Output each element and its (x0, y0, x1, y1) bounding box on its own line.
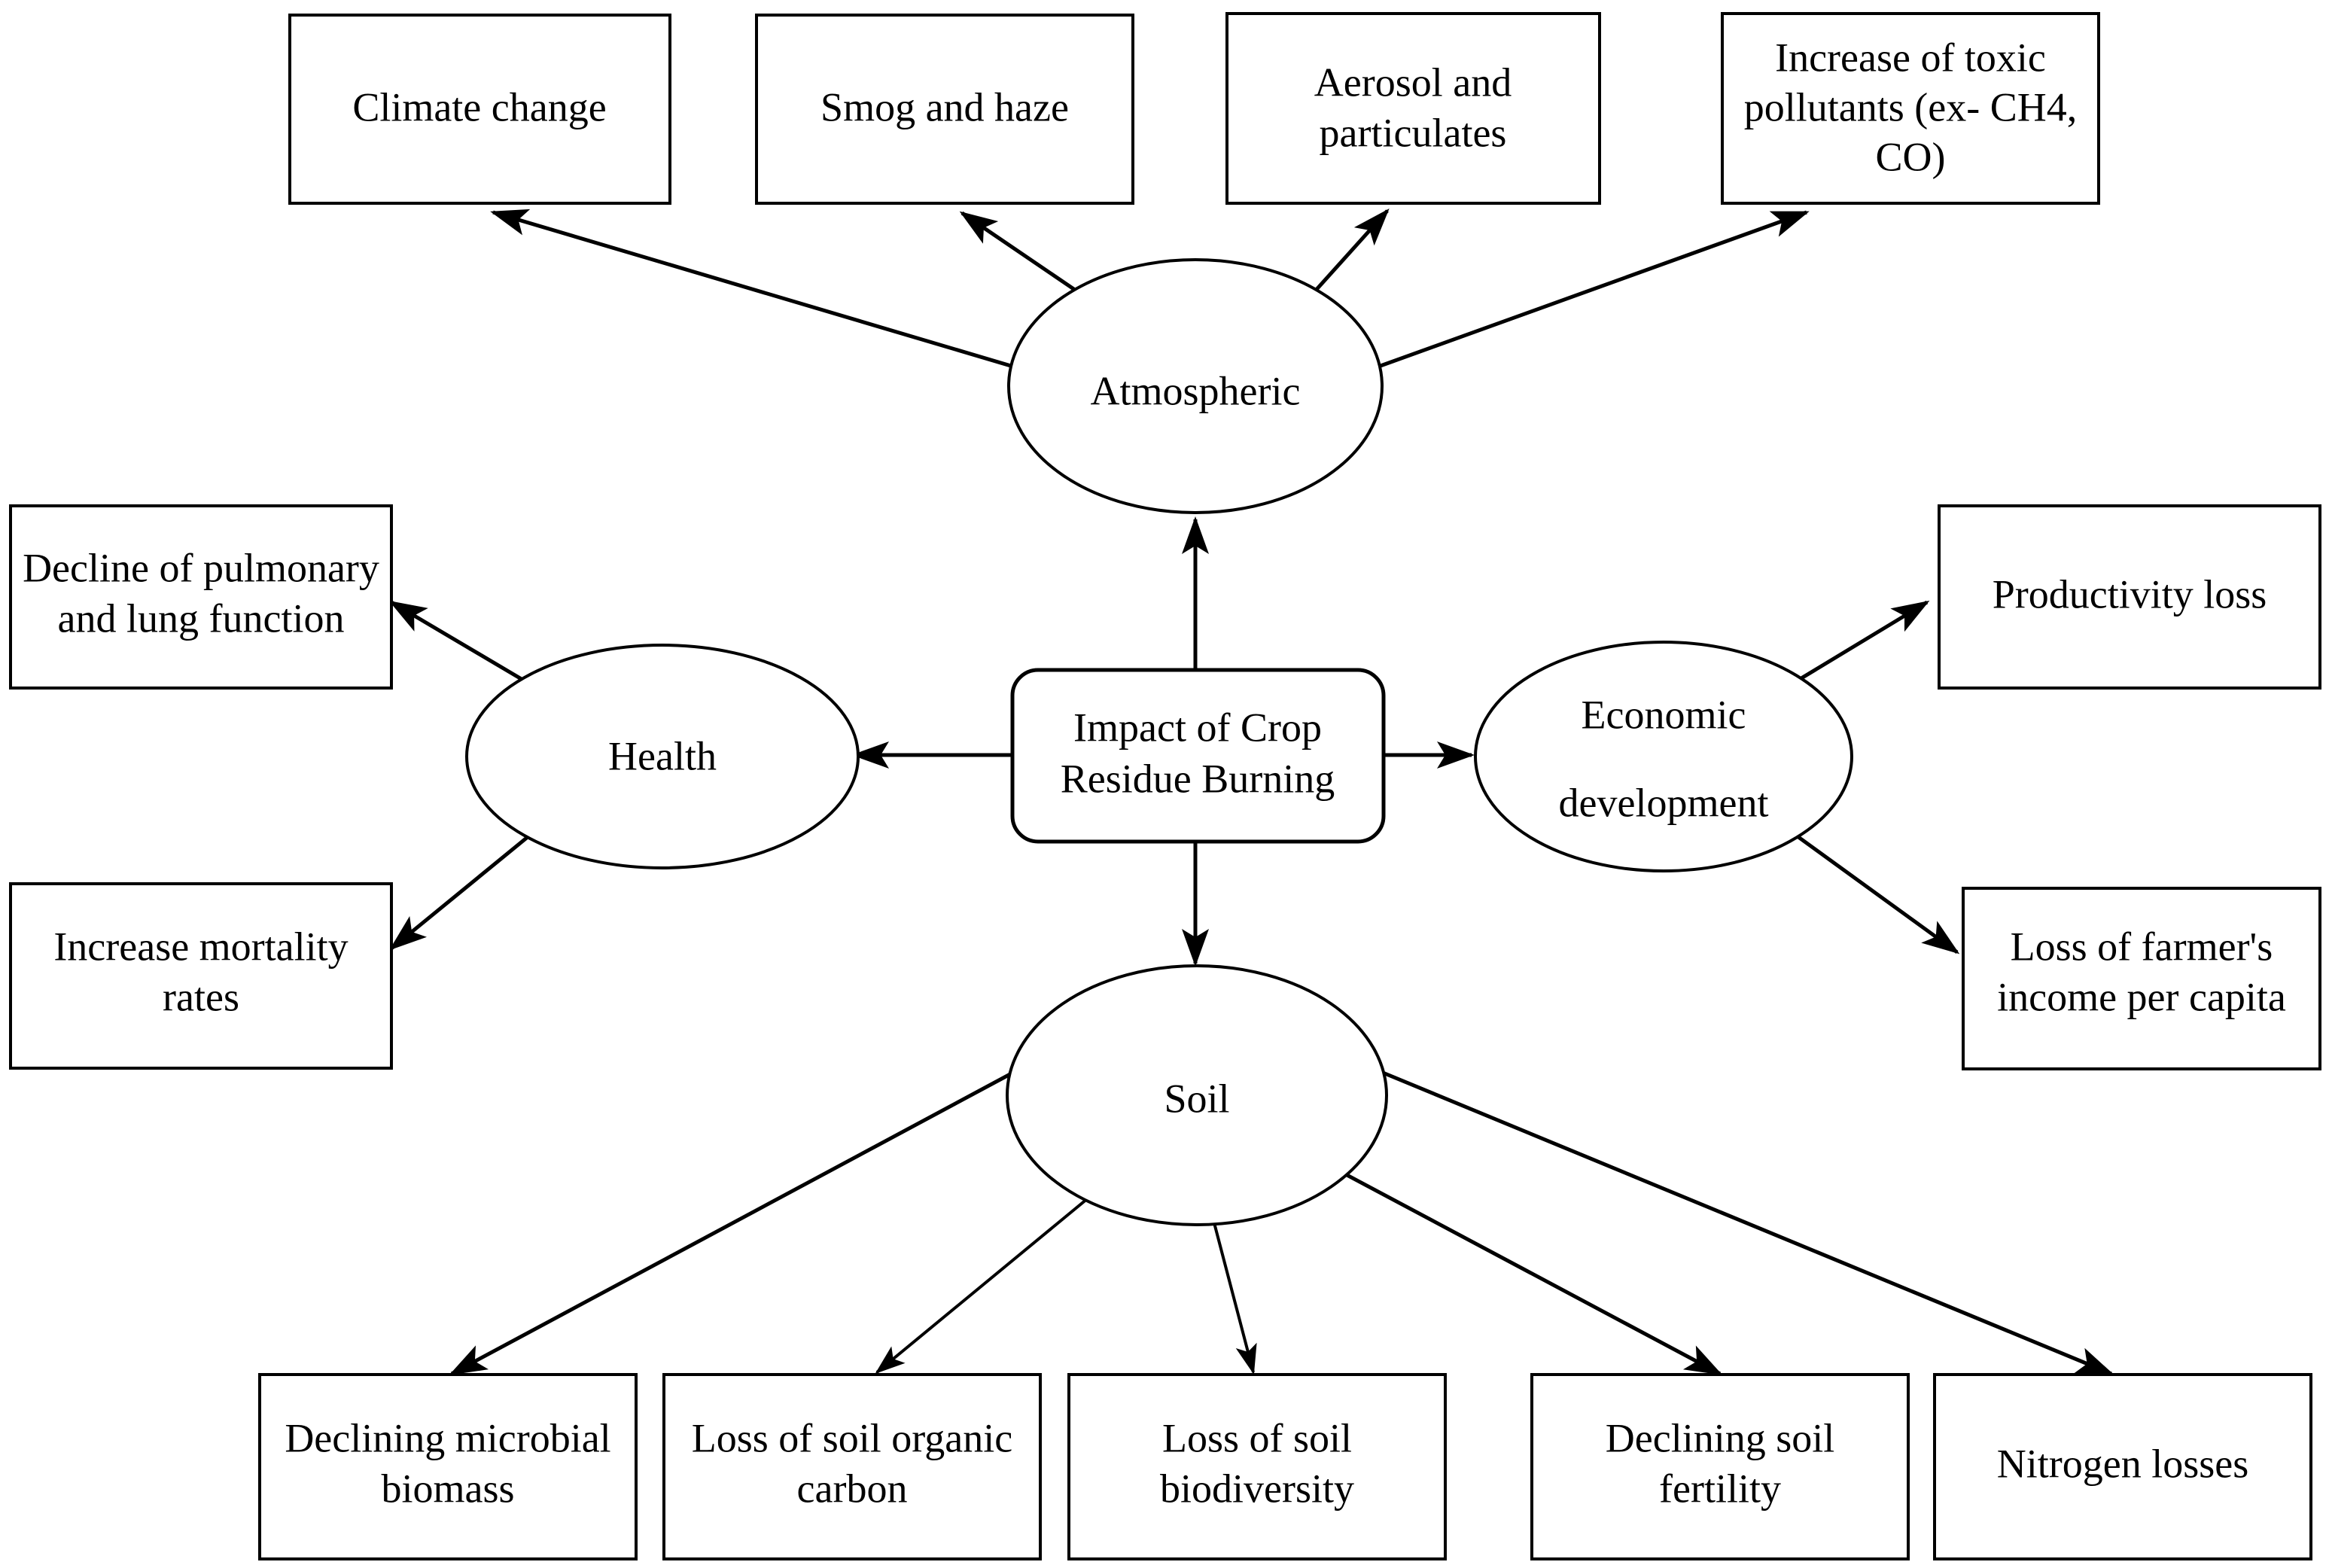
outcome-label-decline-of-pulmonary-line1: Decline of pulmonary (23, 545, 379, 590)
outcome-box-increase-of-toxic-pollutants[interactable]: Increase of toxic pollutants (ex- CH4, C… (1721, 12, 2100, 205)
outcome-label-decline-of-pulmonary-line2: and lung function (58, 595, 345, 641)
category-label-health: Health (608, 733, 717, 778)
center-label-line2: Residue Burning (1061, 756, 1335, 801)
edge-atmospheric-to-smog-and-haze (959, 211, 1093, 303)
category-node-health[interactable]: Health (465, 644, 860, 869)
outcome-box-productivity-loss[interactable]: Productivity loss (1938, 504, 2321, 690)
outcome-label-nitrogen-losses: Nitrogen losses (1997, 1441, 2248, 1486)
outcome-box-loss-of-soil-biodiversity[interactable]: Loss of soil biodiversity (1067, 1373, 1447, 1560)
outcome-box-decline-of-pulmonary-and-lung-function[interactable]: Decline of pulmonary and lung function (9, 504, 393, 690)
outcome-label-aerosol-and-particulates-line2: particulates (1320, 110, 1507, 155)
outcome-label-loss-of-soil-biodiversity-line2: biodiversity (1160, 1466, 1354, 1511)
outcome-box-aerosol-and-particulates[interactable]: Aerosol and particulates (1225, 12, 1601, 205)
outcome-box-increase-mortality-rates[interactable]: Increase mortality rates (9, 882, 393, 1070)
outcome-box-loss-of-farmers-income-per-capita[interactable]: Loss of farmer's income per capita (1962, 887, 2321, 1070)
outcome-label-declining-microbial-biomass-line1: Declining microbial (285, 1415, 610, 1460)
outcome-label-productivity-loss: Productivity loss (1993, 571, 2267, 617)
category-label-economic-line2: development (1559, 780, 1769, 825)
edge-soil-to-declining-microbial-biomass (449, 1067, 1021, 1376)
center-label-line1: Impact of Crop (1073, 705, 1322, 750)
outcome-label-increase-mortality-rates-line1: Increase mortality (53, 924, 348, 969)
category-node-economic-development[interactable]: Economic development (1474, 641, 1853, 872)
outcome-box-declining-soil-fertility[interactable]: Declining soil fertility (1530, 1373, 1910, 1560)
outcome-label-declining-soil-fertility-line2: fertility (1659, 1466, 1781, 1511)
outcome-label-increase-of-toxic-pollutants-line2: pollutants (ex- CH4, (1744, 84, 2077, 129)
outcome-label-increase-of-toxic-pollutants-line3: CO) (1876, 134, 1946, 179)
category-label-economic-line1: Economic (1582, 692, 1746, 737)
outcome-label-smog-and-haze: Smog and haze (820, 84, 1069, 129)
outcome-label-loss-of-farmers-income-line2: income per capita (1997, 974, 2286, 1019)
edge-atmospheric-to-increase-of-toxic-pollutants (1350, 210, 1810, 379)
edge-atmospheric-to-climate-change (490, 209, 1047, 379)
outcome-box-smog-and-haze[interactable]: Smog and haze (755, 14, 1134, 205)
outcome-label-loss-of-soil-biodiversity-line1: Loss of soil (1162, 1415, 1352, 1460)
outcome-box-nitrogen-losses[interactable]: Nitrogen losses (1933, 1373, 2312, 1560)
edge-soil-to-loss-of-soil-organic-carbon (875, 1169, 1123, 1375)
outcome-label-loss-of-soil-organic-carbon-line2: carbon (797, 1466, 908, 1511)
category-label-soil: Soil (1164, 1076, 1229, 1121)
outcome-label-aerosol-and-particulates-line1: Aerosol and (1314, 59, 1512, 105)
outcome-label-declining-microbial-biomass-line2: biomass (381, 1466, 514, 1511)
edge-atmospheric-to-aerosol-and-particulates (1305, 209, 1390, 303)
outcome-label-loss-of-farmers-income-line1: Loss of farmer's (2011, 924, 2273, 969)
center-node-impact-of-crop-residue-burning[interactable]: Impact of Crop Residue Burning (1010, 668, 1386, 844)
outcome-label-increase-of-toxic-pollutants-line1: Increase of toxic (1775, 35, 2046, 80)
category-label-atmospheric: Atmospheric (1091, 368, 1301, 413)
outcome-label-loss-of-soil-organic-carbon-line1: Loss of soil organic (692, 1415, 1012, 1460)
outcome-label-climate-change: Climate change (352, 84, 606, 129)
outcome-label-increase-mortality-rates-line2: rates (163, 974, 239, 1019)
outcome-box-loss-of-soil-organic-carbon[interactable]: Loss of soil organic carbon (662, 1373, 1042, 1560)
edge-soil-to-declining-soil-fertility (1316, 1157, 1723, 1376)
category-node-atmospheric[interactable]: Atmospheric (1007, 258, 1384, 514)
edge-soil-to-nitrogen-losses (1373, 1067, 2114, 1376)
outcome-box-declining-microbial-biomass[interactable]: Declining microbial biomass (258, 1373, 638, 1560)
category-node-soil[interactable]: Soil (1006, 964, 1388, 1226)
outcome-label-declining-soil-fertility-line1: Declining soil (1606, 1415, 1834, 1460)
outcome-box-climate-change[interactable]: Climate change (288, 14, 671, 205)
